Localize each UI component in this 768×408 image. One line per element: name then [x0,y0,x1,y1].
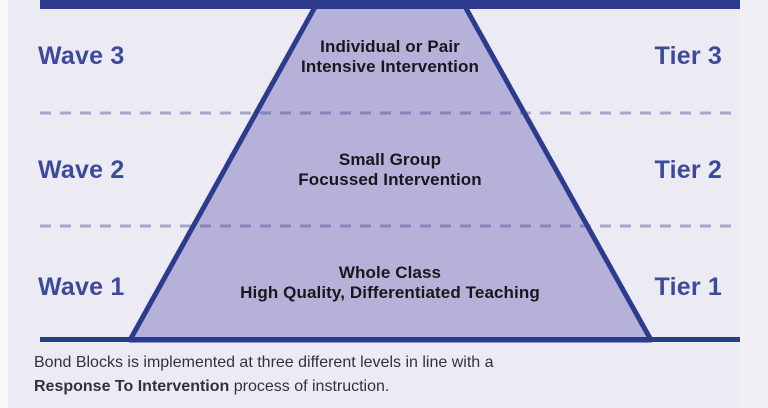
tier-2-description-line2: Focussed Intervention [298,170,482,189]
tier-3-description: Individual or Pair Intensive Interventio… [200,37,580,77]
tier-1-description: Whole Class High Quality, Differentiated… [200,263,580,303]
tier-1-description-line1: Whole Class [338,263,442,282]
tier-3-description-line1: Individual or Pair [320,37,460,56]
tier-3-label: Tier 3 [654,42,722,70]
tier-1-label: Tier 1 [654,273,722,301]
caption: Bond Blocks is implemented at three diff… [34,351,634,399]
pyramid-triangle-fill [130,0,651,340]
caption-line1: Bond Blocks is implemented at three diff… [34,354,494,371]
wave-3-label: Wave 3 [38,42,125,70]
top-bar [40,0,740,9]
tier-2-description: Small Group Focussed Intervention [200,150,580,190]
wave-1-label: Wave 1 [38,273,125,301]
page-left-margin [0,0,8,408]
tier-2-label: Tier 2 [654,156,722,184]
tier-1-description-line2: High Quality, Differentiated Teaching [240,283,540,302]
caption-line2-bold-phrase: Response To Intervention [34,378,230,395]
wave-2-label: Wave 2 [38,156,125,184]
caption-line2-rest: process of instruction. [229,378,390,395]
caption-line2: Response To Intervention process of inst… [34,375,634,399]
bottom-bar [40,337,740,342]
tier-2-description-line1: Small Group [338,150,442,169]
tier-3-description-line2: Intensive Intervention [301,57,479,76]
